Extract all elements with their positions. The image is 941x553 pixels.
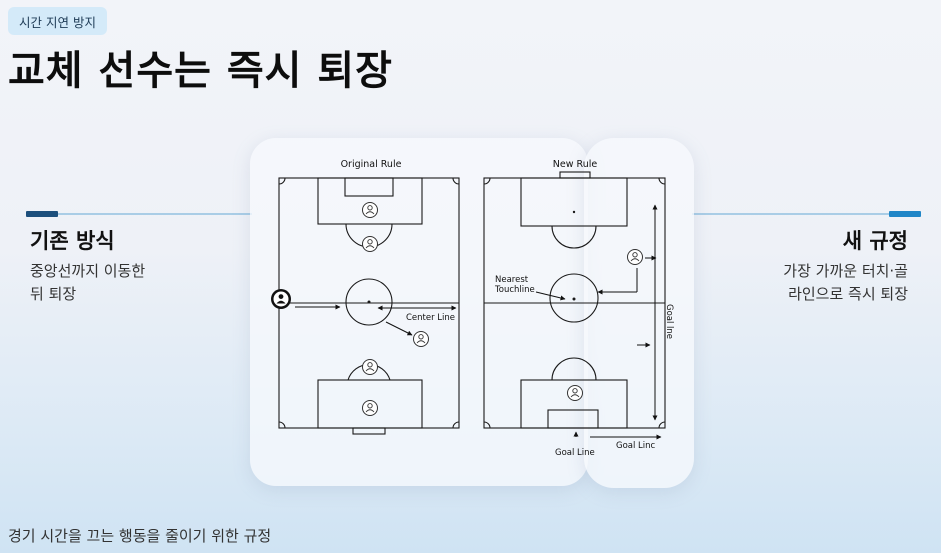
player-icon [362,359,378,375]
page-title: 교체 선수는 즉시 퇴장 [8,48,393,94]
player-icon [362,202,378,218]
goal-line-bottom-label: Goal Line [555,448,595,458]
new-center-spot [572,297,576,301]
original-method-description: 중앙선까지 이동한 뒤 퇴장 [30,260,145,306]
substituted-player-icon [271,289,291,309]
original-center-spot [367,300,371,304]
center-line-label: Center Line [406,313,455,323]
new-rule-arrows [535,204,662,440]
new-rule-line-2: 라인으로 즉시 퇴장 [788,285,908,303]
new-penalty-spot [572,210,576,214]
new-rule-description: 가장 가까운 터치·골 라인으로 즉시 퇴장 [783,260,908,306]
new-rule-pitch [483,171,666,429]
right-connector-line [692,213,920,215]
nearest-touchline-label-1: Nearest [495,275,529,285]
new-rule-diagram-title: New Rule [553,159,598,170]
player-icon [362,236,378,252]
original-rule-arrows [295,304,457,336]
diagram-card-extension [584,138,694,488]
left-accent-mark [26,211,58,217]
left-connector-line [26,213,252,215]
original-method-title: 기존 방식 [30,229,115,253]
new-rule-title: 새 규정 [842,229,908,253]
player-icon [567,385,583,401]
new-rule-line-1: 가장 가까운 터치·골 [783,262,908,280]
player-icon [413,331,429,347]
footer-caption: 경기 시간을 끄는 행동을 줄이기 위한 규정 [8,527,272,545]
topic-badge: 시간 지연 방지 [8,7,107,35]
right-accent-mark [889,211,921,217]
original-rule-title: Original Rule [341,159,402,170]
goal-line-side-label: Goal lne [664,304,674,339]
player-icon [362,400,378,416]
nearest-touchline-label-2: Touchline [494,285,535,295]
original-method-line-1: 중앙선까지 이동한 [30,262,146,280]
original-method-line-2: 뒤 퇴장 [30,285,77,303]
pitch-diagram: Original Rule New Rule [271,159,674,458]
player-icon [627,249,643,265]
goal-line-bottom-right-label: Goal Linc [616,441,656,451]
